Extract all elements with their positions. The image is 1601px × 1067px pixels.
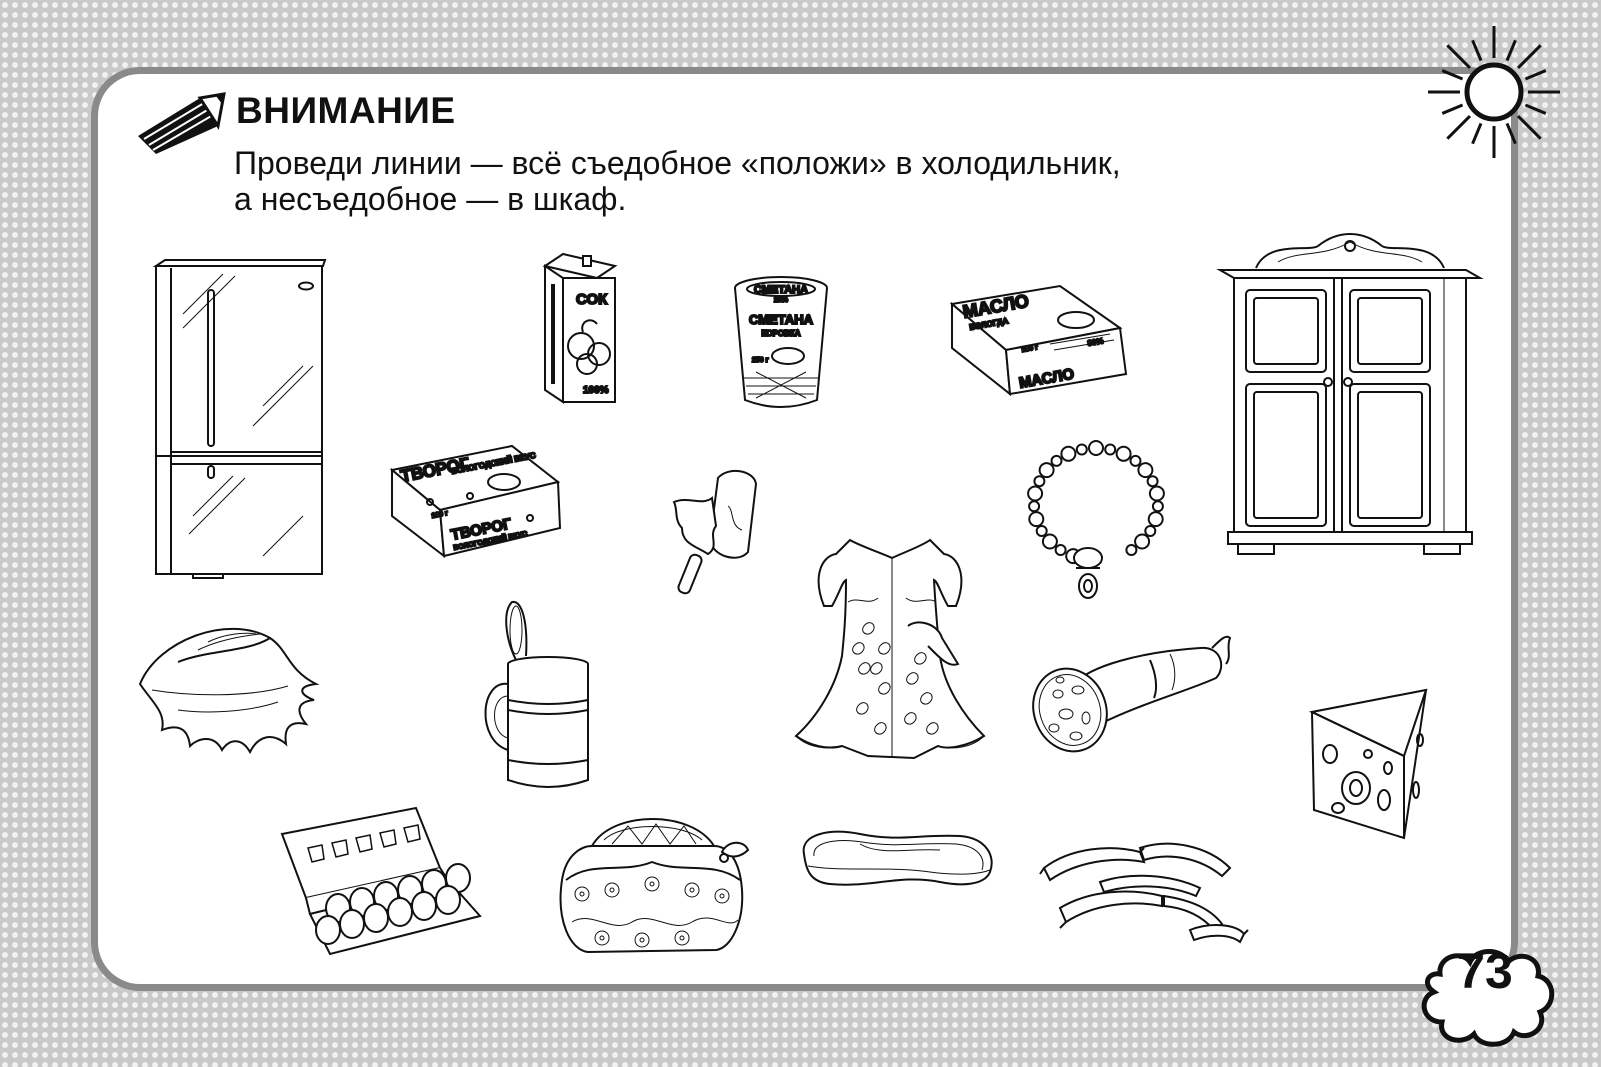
instructions-line-2: а несъедобное — в шкаф. — [234, 180, 627, 217]
ice-cream-illustration[interactable] — [668, 466, 778, 598]
heading: ВНИМАНИЕ — [236, 90, 456, 131]
butter-fat: 80% — [1087, 336, 1104, 348]
sour-cream-weight: 250 г — [752, 357, 769, 364]
wardrobe-illustration[interactable] — [1218, 232, 1482, 558]
seashell-illustration[interactable] — [138, 620, 324, 760]
sour-cream-lid-label: СМЕТАНА — [754, 284, 808, 296]
dress-illustration[interactable] — [788, 536, 998, 764]
instructions-line-1: Проведи линии — всё съедобное «положи» в… — [234, 145, 1121, 181]
necklace-illustration[interactable] — [1016, 434, 1186, 606]
sour-cream-fat: 20% — [774, 297, 789, 304]
page-number-badge: 73 — [1410, 942, 1560, 1054]
page-number: 73 — [1457, 943, 1513, 999]
butter-weight: 180 г — [1021, 344, 1039, 354]
egg-carton-illustration[interactable] — [280, 804, 486, 958]
purse-illustration[interactable] — [552, 810, 750, 956]
refrigerator-illustration[interactable] — [153, 256, 329, 578]
juice-box-illustration[interactable]: СОК 100% — [543, 252, 617, 404]
sausages-illustration[interactable] — [1040, 838, 1248, 948]
instructions: Проведи линии — всё съедобное «положи» в… — [234, 145, 1334, 218]
sour-cream-label: СМЕТАНА — [749, 312, 814, 327]
juice-label: СОК — [576, 291, 608, 308]
cloud-icon — [1421, 949, 1555, 1047]
slipper-insole-illustration[interactable] — [790, 826, 998, 896]
sour-cream-cup-illustration[interactable]: СМЕТАНА 20% СМЕТАНА КОРОВКА 250 г — [732, 274, 830, 414]
cheese-wedge-illustration[interactable] — [1308, 690, 1434, 840]
butter-pack-illustration[interactable]: МАСЛО ВОЛОГДА 180 г 80% МАСЛО — [950, 284, 1128, 398]
beer-mug-illustration[interactable] — [480, 600, 596, 792]
sausage-illustration[interactable] — [1030, 634, 1236, 754]
pencil-icon — [138, 92, 226, 154]
sun-icon — [1428, 26, 1560, 158]
cottage-cheese-pack-illustration[interactable]: ТВОРОГ ВОЛОГОДСКИЙ ВКУС 180 г ТВОРОГ ВОЛ… — [390, 444, 562, 560]
juice-percent: 100% — [583, 385, 609, 396]
sour-cream-brand: КОРОВКА — [762, 329, 801, 338]
